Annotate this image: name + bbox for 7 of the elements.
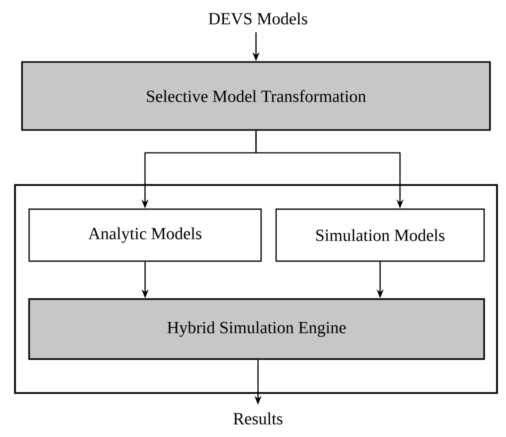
text-label: DEVS Models	[208, 12, 308, 25]
text-label: Results	[233, 412, 282, 424]
system-frame	[14, 184, 498, 394]
process-box: Hybrid Simulation Engine	[28, 298, 485, 360]
process-box: Selective Model Transformation	[21, 61, 491, 131]
model-box: Simulation Models	[276, 208, 485, 262]
model-box: Analytic Models	[28, 208, 262, 262]
